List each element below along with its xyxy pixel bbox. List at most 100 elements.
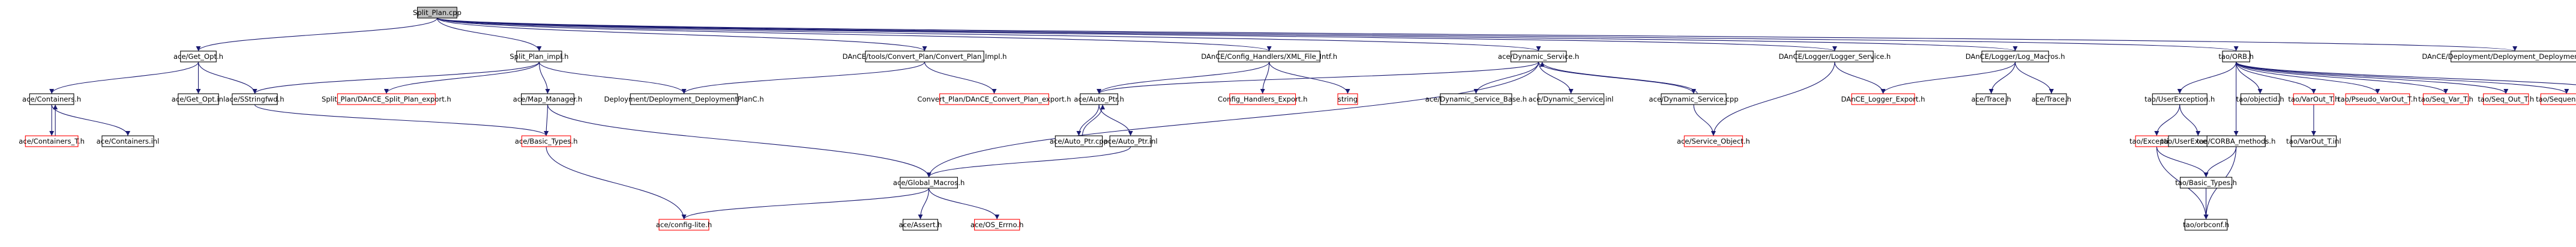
node-dynamic-service-cpp[interactable]: ace/Dynamic_Service.cpp: [1649, 93, 1738, 105]
edge-ace_basic_types_h-to-ace_config_lite_h: [546, 146, 687, 220]
node-ace-containers-h[interactable]: ace/Containers.h: [22, 93, 81, 105]
edge-ace_sstringfwd_h-to-ace_basic_types_h: [254, 104, 549, 136]
node-box: [101, 135, 154, 147]
node-ace-auto-ptr-inl[interactable]: ace/Auto_Ptr.inl: [1104, 135, 1158, 147]
edge-ace_auto_ptr_inl-to-ace_global_macros_h: [926, 146, 1131, 178]
node-box: [1109, 135, 1152, 147]
node-deployment-planc-h[interactable]: Deployment/Deployment_DeploymentPlanC.h: [604, 93, 764, 105]
node-tao-pseudo-varout-t-h: tao/Pseudo_VarOut_T.h: [2338, 93, 2418, 105]
node-label: ace/Dynamic_Service_Base.h: [1425, 95, 1527, 103]
node-dynamic-service-base-h[interactable]: ace/Dynamic_Service_Base.h: [1425, 93, 1527, 105]
node-label: ace/Get_Opt.inl: [172, 95, 225, 103]
edge-logger_service_h-to-ace_service_object_h: [1711, 61, 1835, 136]
node-label: DAnCE/Config_Handlers/XML_File_Intf.h: [1201, 52, 1337, 61]
node-tao-corba-methods-h[interactable]: tao/CORBA_methods.h: [2197, 135, 2275, 147]
node-label: DAnCE/Logger/Log_Macros.h: [1966, 52, 2065, 61]
edge-ace_get_opt_h-to-ace_containers_h: [49, 61, 199, 94]
node-convert-plan-impl-h[interactable]: DAnCE/tools/Convert_Plan/Convert_Plan_Im…: [843, 50, 1007, 63]
node-dynamic-service-h[interactable]: ace/Dynamic_Service.h: [1498, 50, 1579, 63]
node-box: [1229, 93, 1296, 105]
node-ace-sstringfwd-h[interactable]: ace/SStringfwd.h: [225, 93, 284, 105]
node-ace-auto-ptr-h[interactable]: ace/Auto_Ptr.h: [1074, 93, 1124, 105]
node-split-plan-impl-h[interactable]: Split_Plan_impl.h: [510, 50, 568, 63]
node-ace-containers-t-h: ace/Containers_T.h: [19, 135, 85, 147]
edge-split_plan_cpp-to-logger_service_h: [436, 17, 1837, 52]
node-split-plan-cpp[interactable]: Split_Plan.cpp: [413, 7, 462, 19]
node-ace-trace-h-1[interactable]: ace/Trace.h: [1972, 93, 2011, 105]
edge-split_plan_impl_h-to-ace_map_manager_h: [538, 61, 550, 94]
node-dynamic-service-inl[interactable]: ace/Dynamic_Service.inl: [1529, 93, 1614, 105]
edge-ace_auto_ptr_h-to-ace_auto_ptr_cpp: [1076, 104, 1100, 136]
node-log-macros-h[interactable]: DAnCE/Logger/Log_Macros.h: [1966, 50, 2065, 63]
node-logger-service-h[interactable]: DAnCE/Logger/Logger_Service.h: [1778, 50, 1891, 63]
edge-ace_map_manager_h-to-ace_basic_types_h: [544, 104, 549, 136]
node-label: string: [1338, 95, 1358, 103]
node-box: [902, 219, 939, 231]
dependency-edges: [49, 17, 2576, 220]
node-box: [1851, 93, 1915, 105]
edge-log_macros_h-to-ace_trace_h_1: [1988, 61, 2016, 94]
node-xml-file-intf-h[interactable]: DAnCE/Config_Handlers/XML_File_Intf.h: [1201, 50, 1337, 63]
node-label: tao/Pseudo_VarOut_T.h: [2338, 95, 2418, 103]
node-label: tao/orbconf.h: [2183, 221, 2229, 229]
file-nodes: Split_Plan.cpp ace/Get_Opt.h Split_Plan_im…: [19, 7, 2576, 231]
edge-ace_global_macros_h-to-ace_assert_h: [918, 188, 930, 220]
edge-dynamic_service_h-to-ace_global_macros_h: [926, 61, 1539, 178]
node-box: [1055, 135, 1103, 147]
node-tao-objectid-h[interactable]: tao/objectid.h: [2236, 93, 2284, 105]
node-box: [1440, 93, 1512, 105]
node-tao-seq-out-t-h: tao/Seq_Out_T.h: [2478, 93, 2534, 105]
node-tao-varout-t-inl[interactable]: tao/VarOut_T.inl: [2286, 135, 2341, 147]
node-box: [2345, 93, 2410, 105]
node-ace-assert-h[interactable]: ace/Assert.h: [899, 219, 942, 231]
node-box: [630, 93, 738, 105]
edge-split_plan_impl_h-to-split_plan_export_h: [384, 61, 540, 94]
node-box: [865, 50, 984, 63]
edge-xml_file_intf_h-to-string: [1269, 61, 1350, 94]
node-box: [516, 50, 562, 63]
node-tao-orb-h[interactable]: tao/ORB.h: [2218, 50, 2254, 63]
node-label: tao/UserException.h: [2144, 95, 2215, 103]
edge-ace_get_opt_h-to-ace_sstringfwd_h: [197, 61, 257, 94]
node-tao-basic-types-h[interactable]: tao/Basic_Types.h: [2175, 177, 2237, 189]
node-box: [2290, 135, 2337, 147]
node-tao-sequence-t-h: tao/Sequence_T.h: [2536, 93, 2576, 105]
edge-dynamic_service_cpp-to-dynamic_service_h: [1539, 61, 1698, 94]
node-box: [521, 93, 574, 105]
node-convert-plan-export-h: Convert_Plan/DAnCE_Convert_Plan_export.h: [917, 93, 1071, 105]
node-deployment-planc-h-top[interactable]: DAnCE/Deployment/Deployment_DeploymentPl…: [2422, 50, 2576, 63]
node-ace-global-macros-h[interactable]: ace/Global_Macros.h: [893, 177, 964, 189]
node-tao-user-exception-h[interactable]: tao/UserException.h: [2144, 93, 2215, 105]
node-box: [2240, 93, 2280, 105]
node-ace-auto-ptr-cpp[interactable]: ace/Auto_Ptr.cpp: [1050, 135, 1108, 147]
node-label: Config_Handlers_Export.h: [1218, 95, 1307, 103]
node-tao-varout-t-h: tao/VarOut_T.h: [2288, 93, 2340, 105]
node-ace-config-lite-h: ace/config-lite.h: [656, 219, 712, 231]
node-label: Deployment/Deployment_DeploymentPlanC.h: [604, 95, 763, 103]
node-tao-orbconf-h[interactable]: tao/orbconf.h: [2183, 219, 2229, 231]
node-box: [1080, 93, 1119, 105]
node-label: tao/Sequence_T.h: [2536, 95, 2576, 103]
edge-split_plan_cpp-to-split_plan_impl_h: [436, 17, 542, 52]
edge-split_plan_cpp-to-tao_orb_h: [436, 17, 2238, 52]
node-box: [2184, 219, 2228, 231]
node-ace-get-opt-h[interactable]: ace/Get_Opt.h: [173, 50, 223, 63]
node-ace-trace-h-2[interactable]: ace/Trace.h: [2032, 93, 2071, 105]
edge-split_plan_cpp-to-convert_plan_impl_h: [436, 17, 927, 52]
edge-split_plan_cpp-to-log_macros_h: [436, 17, 2017, 52]
node-label: ace/Auto_Ptr.cpp: [1050, 137, 1108, 145]
node-label: tao/Basic_Types.h: [2175, 178, 2237, 187]
node-ace-map-manager-h[interactable]: ace/Map_Manager.h: [513, 93, 583, 105]
node-box: [939, 93, 1049, 105]
node-ace-containers-inl[interactable]: ace/Containers.inl: [97, 135, 160, 147]
node-ace-os-errno-h: ace/OS_Errno.h: [971, 219, 1023, 231]
node-label: Convert_Plan/DAnCE_Convert_Plan_export.h: [917, 95, 1071, 103]
edge-xml_file_intf_h-to-ace_auto_ptr_h: [1097, 61, 1270, 94]
edge-ace_containers_h-to-ace_containers_inl: [51, 104, 130, 136]
node-box: [2222, 50, 2251, 63]
node-label: tao/CORBA_methods.h: [2197, 137, 2275, 145]
node-dance-logger-export-h: DAnCE_Logger_Export.h: [1841, 93, 1925, 105]
node-ace-get-opt-inl[interactable]: ace/Get_Opt.inl: [172, 93, 225, 105]
node-string: string: [1337, 93, 1358, 105]
edge-tao_user_exception_h-to-tao_exception_h: [2154, 104, 2180, 136]
